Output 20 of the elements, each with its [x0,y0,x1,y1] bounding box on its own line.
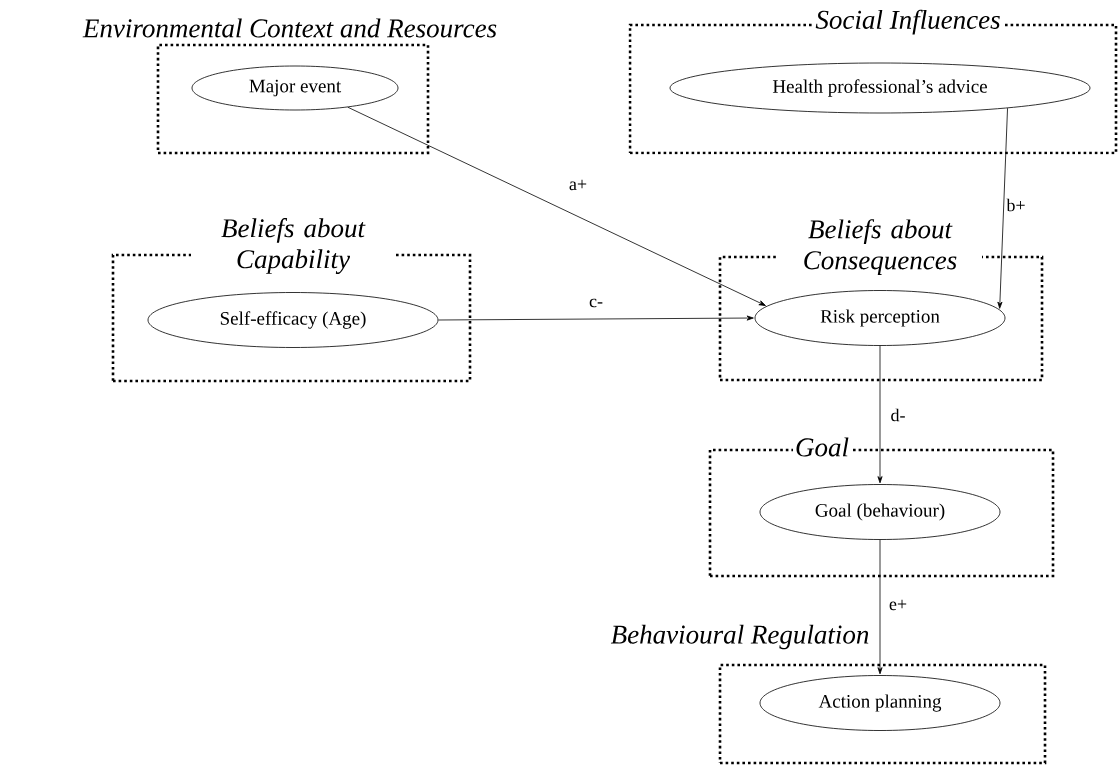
ellipse-node: Self-efficacy (Age) [147,292,439,348]
arrow [347,106,766,306]
edge-label: e+ [887,598,909,612]
ellipse-node: Health professional’s advice [669,62,1091,114]
arrow [877,539,883,675]
ellipse-node: Action planning [759,675,1001,731]
ellipse-node: Major event [191,65,399,111]
arrow [997,107,1008,309]
edge-label: a+ [567,178,589,192]
node-label: Beliefs about [808,219,953,244]
arrow [438,315,754,321]
arrow [877,345,883,484]
edge-label: b+ [1005,197,1027,213]
edge-label: c- [588,297,604,309]
ellipse-node: Goal (behaviour) [759,484,1001,540]
node-label: Environmental Context and Resources [82,18,497,38]
node-label: Beliefs about [221,218,366,243]
ellipse-node: Risk perception [754,290,1006,346]
edge-label: d- [889,407,907,423]
node-label: Behavioural Regulation [610,624,869,650]
